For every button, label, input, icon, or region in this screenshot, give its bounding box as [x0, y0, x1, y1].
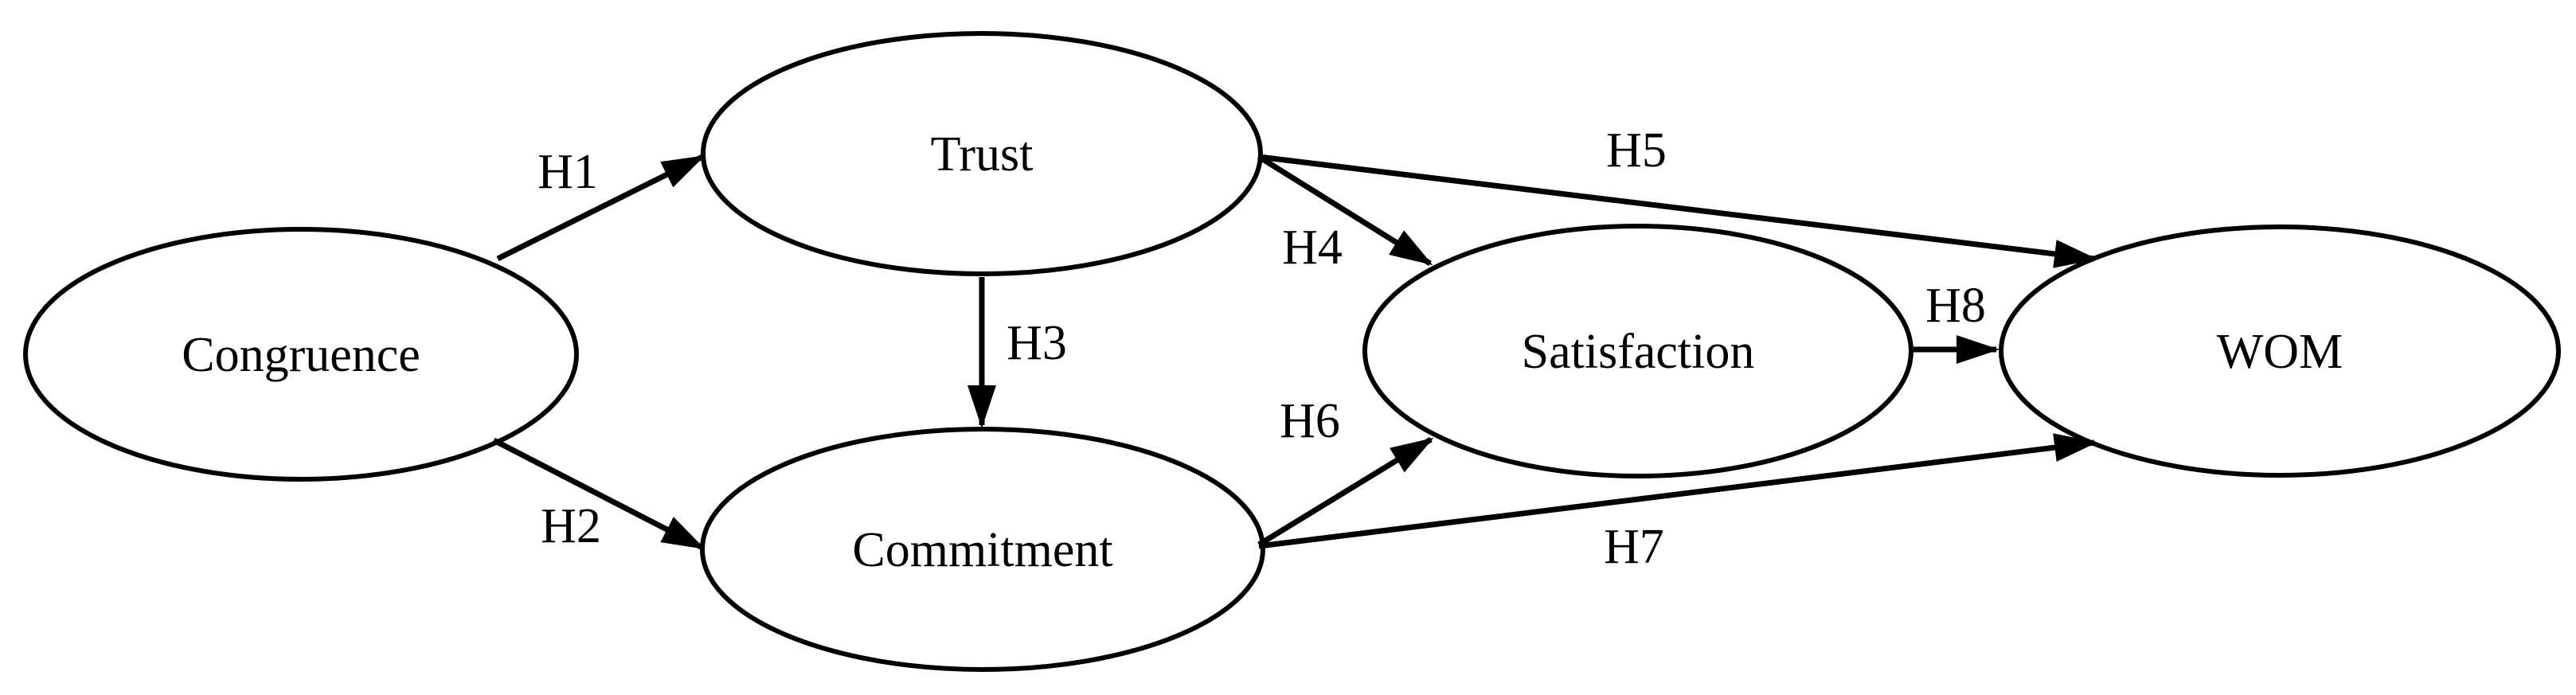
- edge-h8-label: H8: [1925, 279, 1986, 333]
- edge-h6-label: H6: [1280, 394, 1340, 448]
- node-trust-label: Trust: [931, 127, 1034, 182]
- node-satisfaction-shape: [1362, 224, 1913, 478]
- node-trust-shape: [701, 31, 1263, 276]
- edge-h7-label: H7: [1604, 520, 1664, 574]
- edge-h5-line: [1258, 154, 2097, 268]
- edge-h2-line: [492, 437, 706, 551]
- edges-layer: [492, 154, 2097, 551]
- node-wom-shape: [1999, 225, 2561, 478]
- edge-h1-label: H1: [537, 145, 598, 199]
- edge-h6-line: [1257, 437, 1434, 547]
- node-wom-label: WOM: [2217, 325, 2343, 379]
- edge-h4-line: [1257, 154, 1433, 266]
- nodes-layer: [23, 31, 2561, 672]
- edge-h7-line: [1258, 433, 2097, 549]
- node-commitment-label: Commitment: [852, 523, 1112, 577]
- node-congruence-shape: [23, 227, 579, 482]
- edge-h4-label: H4: [1282, 221, 1343, 275]
- node-commitment-shape: [700, 427, 1265, 672]
- node-congruence-label: Congruence: [182, 328, 420, 382]
- edge-h5-label: H5: [1606, 123, 1667, 178]
- edge-h3-label: H3: [1007, 316, 1067, 370]
- edge-h2-label: H2: [541, 499, 601, 553]
- node-satisfaction-label: Satisfaction: [1522, 325, 1755, 379]
- edge-h1-line: [496, 154, 706, 262]
